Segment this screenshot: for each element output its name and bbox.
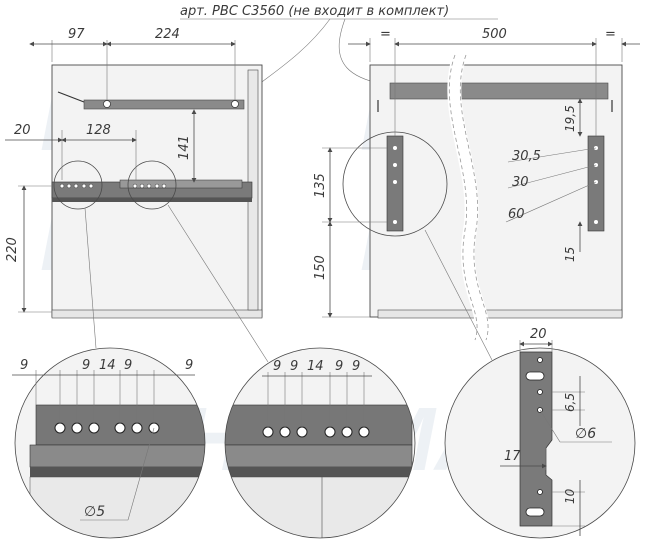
dim-220: 220 — [5, 237, 20, 262]
dim-135: 135 — [313, 173, 328, 198]
detail-a: 9 9 14 9 9 ∅5 — [12, 347, 206, 539]
rail-screw-2 — [231, 100, 239, 108]
callout-circle-b — [127, 160, 177, 210]
dim-30: 30 — [512, 175, 529, 190]
drawer-runner-shadow — [52, 198, 252, 202]
detail-b: 9 9 14 9 9 — [224, 347, 416, 539]
hanging-rail-front — [389, 82, 609, 100]
drawer-extension — [119, 179, 243, 189]
header-note: арт. PBC C3560 (не входит в комплект) — [180, 4, 449, 19]
dim-141: 141 — [177, 135, 192, 160]
detail-c-diameter: ∅6 — [575, 426, 596, 442]
dim-150: 150 — [313, 255, 328, 280]
break-line-right — [459, 54, 489, 341]
right-bottom-plinth — [377, 309, 623, 319]
detail-c: 20 6,5 ∅6 17 10 — [444, 327, 636, 539]
runner-holes-b — [132, 183, 167, 189]
detail-b-dim-5: 9 — [352, 359, 360, 374]
detail-b-dim-3: 14 — [307, 359, 324, 374]
upper-rail — [83, 99, 245, 110]
callout-leader-a — [84, 207, 97, 349]
rail-handle — [57, 91, 85, 103]
detail-c-6-5: 6,5 — [563, 393, 577, 412]
detail-b-dim-4: 9 — [335, 359, 343, 374]
dim-128: 128 — [86, 123, 111, 138]
detail-a-dim-5: 9 — [185, 358, 193, 373]
detail-b-dim-1: 9 — [273, 359, 281, 374]
detail-a-dim-1: 9 — [20, 358, 28, 373]
dim-500: 500 — [482, 27, 507, 42]
detail-c-width: 20 — [530, 327, 547, 342]
callout-leader-c — [424, 229, 493, 361]
dim-15: 15 — [563, 247, 577, 262]
dim-equal-left: = — [380, 27, 391, 42]
right-cabinet-panel — [369, 64, 623, 318]
detail-c-17: 17 — [504, 449, 521, 464]
detail-a-dim-3: 14 — [99, 358, 116, 373]
dim-97: 97 — [68, 27, 85, 42]
detail-a-dim-4: 9 — [124, 358, 132, 373]
dim-60: 60 — [508, 207, 525, 222]
detail-c-bracket — [519, 351, 553, 527]
callout-circle-a — [53, 160, 103, 210]
left-side-view: 97 224 20 128 141 220 — [5, 27, 269, 363]
left-bottom-plinth — [51, 309, 263, 319]
detail-a-diameter: ∅5 — [84, 504, 105, 520]
dim-19-5: 19,5 — [563, 105, 577, 132]
dim-20: 20 — [14, 123, 31, 138]
detail-b-dim-2: 9 — [290, 359, 298, 374]
right-front-view: = 500 = 19,5 30,5 30 60 15 135 150 — [313, 27, 640, 361]
rail-screw-1 — [103, 100, 111, 108]
detail-c-10: 10 — [563, 488, 577, 504]
detail-b-runner — [225, 404, 413, 446]
dim-30-5: 30,5 — [512, 149, 541, 164]
dim-224: 224 — [155, 27, 180, 42]
callout-leader-b — [167, 204, 269, 363]
detail-a-dim-2: 9 — [82, 358, 90, 373]
runner-holes-a — [59, 183, 94, 189]
break-line-left — [448, 54, 478, 341]
dim-equal-right: = — [605, 27, 616, 42]
